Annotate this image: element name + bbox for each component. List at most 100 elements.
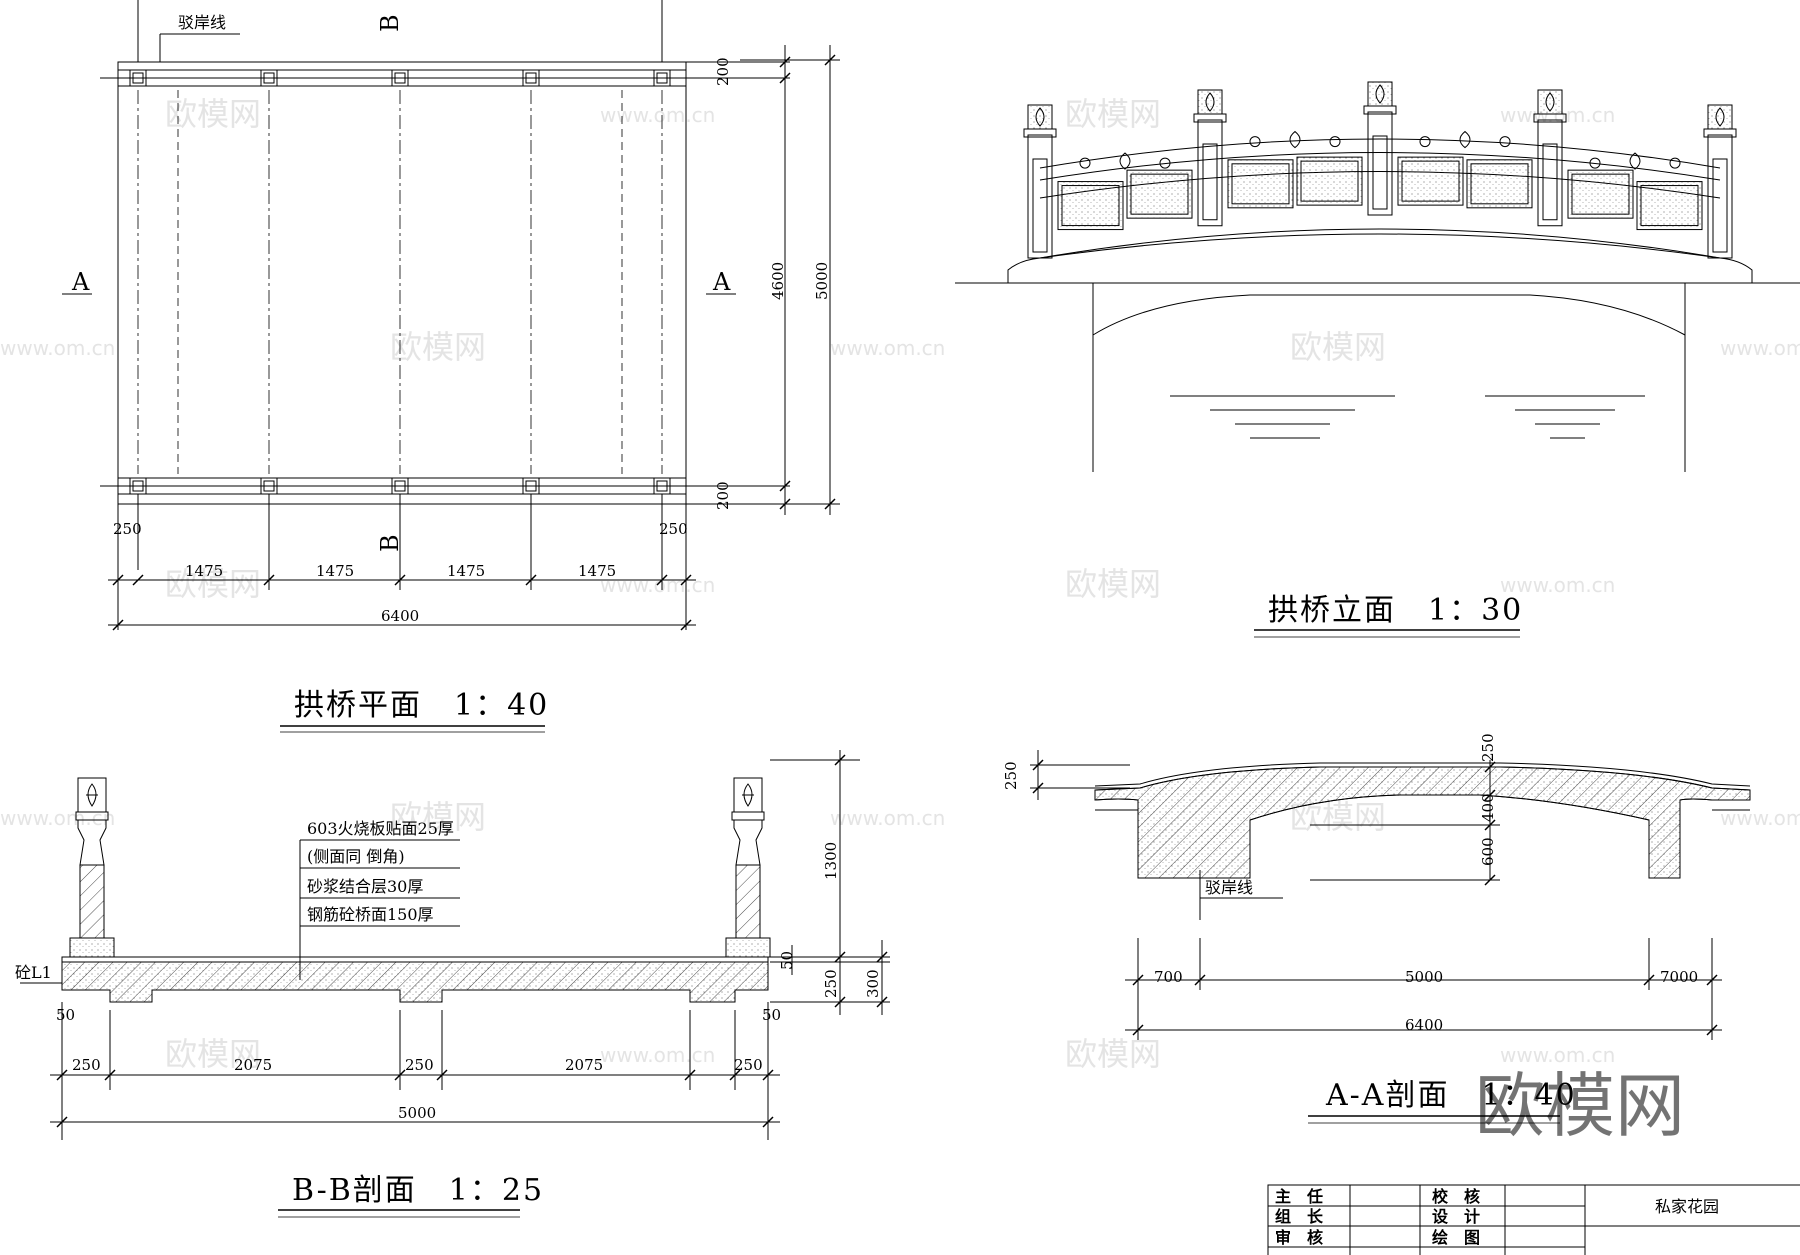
plan-cut-b-bottom: B bbox=[376, 534, 404, 552]
section-aa-annotations: 驳岸线 250 250 400 600 700 5000 7000 6400 A… bbox=[1002, 733, 1698, 1124]
plan-cut-b-top: B bbox=[376, 14, 404, 32]
bb-dim-right: 50 bbox=[778, 951, 796, 970]
plan-shore-line-label: 驳岸线 bbox=[178, 13, 226, 32]
aa-dim-label: 700 bbox=[1154, 968, 1183, 986]
bb-dim-total: 5000 bbox=[398, 1104, 436, 1122]
plan-dim-label: 1475 bbox=[316, 562, 354, 580]
aa-dim-total: 6400 bbox=[1405, 1016, 1443, 1034]
watermark-url: www.om.cn bbox=[600, 103, 715, 127]
aa-dim-left: 250 bbox=[1002, 761, 1020, 790]
elevation-railing bbox=[1023, 81, 1737, 259]
watermark-url: www.om.cn bbox=[0, 336, 115, 360]
watermark-brand: 欧模网 bbox=[1290, 328, 1386, 366]
bb-post-right bbox=[731, 777, 765, 939]
plan-grid-lines bbox=[137, 90, 663, 474]
elevation-panel bbox=[1227, 159, 1294, 209]
watermark-url: www.om.cn bbox=[830, 806, 945, 830]
aa-dim-center: 400 bbox=[1479, 793, 1497, 822]
bb-post-left bbox=[75, 777, 109, 939]
bb-post-base-left bbox=[69, 937, 115, 958]
section-bb-view bbox=[20, 750, 890, 1140]
section-aa-view bbox=[1030, 750, 1751, 1040]
bb-dim-label: 250 bbox=[734, 1056, 763, 1074]
aa-title: A-A剖面 1：40 bbox=[1325, 1078, 1577, 1113]
aa-dim-center: 600 bbox=[1479, 837, 1497, 866]
tb-project: 私家花园 bbox=[1655, 1197, 1719, 1216]
elevation-panel bbox=[1296, 156, 1363, 206]
title-block-text: 主 任 组 长 审 核 校 核 设 计 绘 图 私家花园 bbox=[1275, 1187, 1719, 1247]
bb-dim-side: 50 bbox=[56, 1006, 75, 1024]
bb-dim-label: 2075 bbox=[565, 1056, 603, 1074]
watermark-url: www.om.cn bbox=[1500, 1043, 1615, 1067]
watermark-url: www.om.cn bbox=[600, 1043, 715, 1067]
aa-shore-line-label: 驳岸线 bbox=[1205, 878, 1253, 897]
elevation-arch bbox=[1092, 294, 1686, 336]
plan-dim-right: 200 bbox=[714, 57, 732, 86]
watermark-brand: 欧模网 bbox=[1065, 565, 1161, 603]
water-lines bbox=[1170, 395, 1645, 439]
bb-title: B-B剖面 1：25 bbox=[292, 1173, 544, 1208]
elevation-post bbox=[1537, 119, 1563, 227]
plan-title: 拱桥平面 1：40 bbox=[294, 688, 549, 723]
watermark-brand: 欧模网 bbox=[390, 328, 486, 366]
watermark-url: www.om.cn bbox=[830, 336, 945, 360]
elevation-view bbox=[955, 138, 1800, 472]
tb-label: 设 计 bbox=[1432, 1207, 1480, 1226]
watermark-brand: 欧模网 bbox=[165, 1035, 261, 1073]
bb-dim-right: 1300 bbox=[822, 842, 840, 880]
plan-dim-label: 1475 bbox=[447, 562, 485, 580]
plan-dim-right: 4600 bbox=[769, 262, 787, 300]
watermark-brand: 欧模网 bbox=[1065, 1035, 1161, 1073]
plan-dim-label: 1475 bbox=[578, 562, 616, 580]
bb-note: 钢筋砼桥面150厚 bbox=[307, 905, 434, 924]
watermark-url: www.om.cn bbox=[0, 806, 115, 830]
elevation-panel bbox=[1126, 169, 1193, 219]
plan-cut-a-left: A bbox=[71, 268, 90, 296]
tb-label: 审 核 bbox=[1275, 1228, 1323, 1247]
tb-label: 绘 图 bbox=[1432, 1228, 1480, 1247]
elevation-panel bbox=[1567, 169, 1634, 219]
elevation-post bbox=[1197, 119, 1223, 227]
bb-dim-side: 50 bbox=[762, 1006, 781, 1024]
bb-post-base-right bbox=[725, 937, 771, 958]
bb-dim-label: 250 bbox=[72, 1056, 101, 1074]
plan-dim-total: 6400 bbox=[381, 607, 419, 625]
elevation-post bbox=[1027, 134, 1053, 259]
plan-view bbox=[62, 0, 840, 631]
watermark-brand: 欧模网 bbox=[1065, 95, 1161, 133]
bb-note: 砂浆结合层30厚 bbox=[307, 877, 423, 896]
aa-dim-center: 250 bbox=[1479, 733, 1497, 762]
elevation-annotations: 拱桥立面 1：30 bbox=[1254, 593, 1523, 638]
tb-label: 组 长 bbox=[1275, 1207, 1324, 1226]
aa-dim-label: 7000 bbox=[1660, 968, 1698, 986]
bb-dim-label: 250 bbox=[405, 1056, 434, 1074]
watermark-layer: 欧模网 www.om.cn 欧模网 www.om.cn www.om.cn 欧模… bbox=[0, 95, 1800, 1073]
watermark-logo: 欧模网 bbox=[1475, 1065, 1685, 1147]
elevation-title: 拱桥立面 1：30 bbox=[1268, 593, 1523, 628]
plan-annotations: 驳岸线 A A B B 250 1475 1475 1475 1475 250 … bbox=[71, 13, 831, 733]
elevation-panel bbox=[1466, 159, 1533, 209]
bb-beam-label: 砼L1 bbox=[15, 963, 52, 982]
aa-dim-label: 5000 bbox=[1405, 968, 1443, 986]
elevation-post bbox=[1367, 111, 1393, 216]
section-bb-annotations: 603火烧板贴面25厚 (侧面同 倒角) 砂浆结合层30厚 钢筋砼桥面150厚 … bbox=[15, 819, 882, 1218]
title-block bbox=[1267, 1184, 1800, 1255]
plan-dim-label: 1475 bbox=[185, 562, 223, 580]
watermark-brand: 欧模网 bbox=[165, 95, 261, 133]
plan-dim-label: 250 bbox=[659, 520, 688, 538]
tb-label: 校 核 bbox=[1432, 1187, 1480, 1206]
elevation-post bbox=[1707, 134, 1733, 259]
elevation-panel bbox=[1057, 181, 1124, 231]
plan-shore-lines bbox=[177, 90, 623, 474]
plan-posts-top bbox=[129, 69, 671, 87]
bb-dim-right: 300 bbox=[864, 969, 882, 998]
bb-dim-right: 250 bbox=[822, 969, 840, 998]
bb-dim-label: 2075 bbox=[234, 1056, 272, 1074]
plan-deck-outline bbox=[117, 61, 687, 505]
bb-note: (侧面同 倒角) bbox=[307, 847, 405, 866]
plan-cut-a-right: A bbox=[712, 268, 731, 296]
watermark-brand: 欧模网 bbox=[165, 565, 261, 603]
bb-note: 603火烧板贴面25厚 bbox=[307, 819, 454, 838]
plan-dim-right: 200 bbox=[714, 481, 732, 510]
